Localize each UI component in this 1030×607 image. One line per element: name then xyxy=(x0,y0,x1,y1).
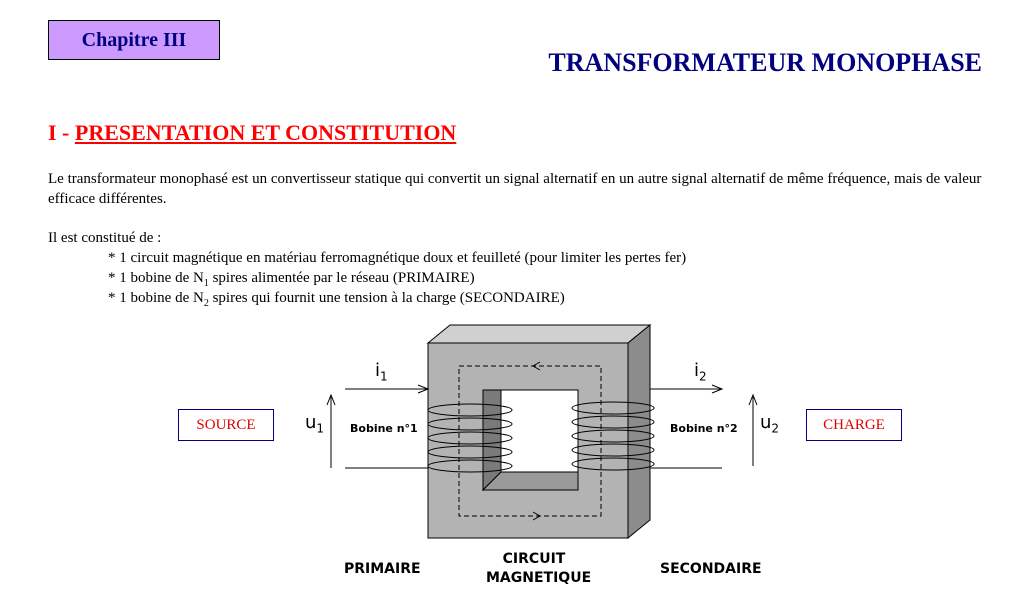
list-item-core: * 1 circuit magnétique en matériau ferro… xyxy=(108,250,687,266)
i2-label: i2 xyxy=(694,360,707,384)
u1-label: u1 xyxy=(305,412,325,436)
intro-paragraph: Le transformateur monophasé est un conve… xyxy=(48,171,982,207)
charge-box: CHARGE xyxy=(806,409,902,441)
primaire-label: PRIMAIRE xyxy=(344,561,421,577)
list-item-secondary: * 1 bobine de N2 spires qui fournit une … xyxy=(108,290,565,309)
coil1-label: Bobine n°1 xyxy=(350,422,418,435)
i2-arrow xyxy=(711,384,724,394)
i1-arrow xyxy=(417,384,430,394)
section-heading: I - PRESENTATION ET CONSTITUTION xyxy=(48,120,456,146)
core-top-face xyxy=(426,324,652,344)
section-number: I - xyxy=(48,120,75,145)
coil2-label: Bobine n°2 xyxy=(670,422,738,435)
circuit-magnetique-label: CIRCUIT MAGNETIQUE xyxy=(486,551,592,586)
source-box: SOURCE xyxy=(178,409,274,441)
flux-arrow-bottom xyxy=(532,511,542,521)
flux-arrow-top xyxy=(531,361,541,371)
list-intro: Il est constitué de : xyxy=(48,230,162,246)
document-title: TRANSFORMATEUR MONOPHASE xyxy=(548,48,982,77)
core-window-floor xyxy=(481,471,579,491)
secondaire-label: SECONDAIRE xyxy=(660,561,762,577)
core-front-face xyxy=(427,342,629,539)
secondary-coil xyxy=(571,401,655,471)
primary-coil xyxy=(427,403,513,473)
i1-label: i1 xyxy=(375,360,388,384)
u2-label: u2 xyxy=(760,412,780,436)
flux-path xyxy=(458,365,602,517)
list-item-primary: * 1 bobine de N1 spires alimentée par le… xyxy=(108,270,475,289)
section-title: PRESENTATION ET CONSTITUTION xyxy=(74,120,457,145)
chapter-label: Chapitre III xyxy=(48,20,220,60)
